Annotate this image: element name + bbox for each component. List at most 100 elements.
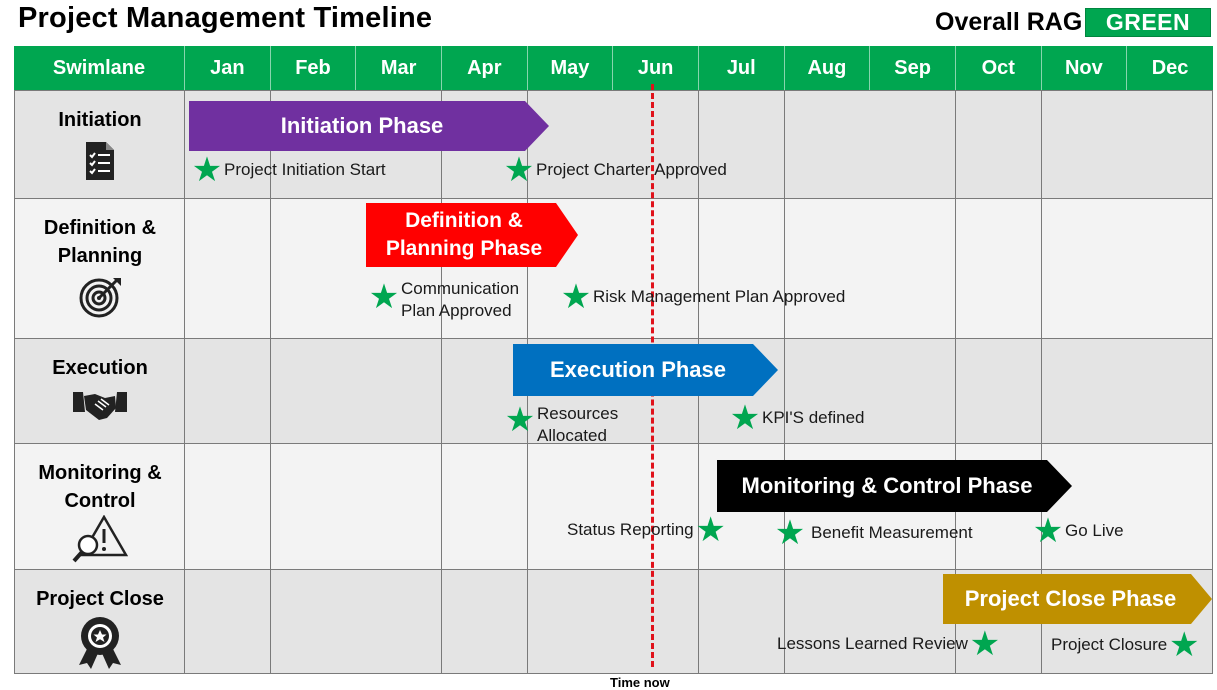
timeline-cell <box>956 91 1043 199</box>
milestone-label: Status Reporting <box>567 520 694 539</box>
timeline-cell <box>185 199 272 339</box>
timeline-cell <box>613 444 700 570</box>
milestone-label: KPI'S defined <box>762 408 865 427</box>
milestone-label-line: Communication <box>401 279 520 298</box>
milestone-star-icon: ★ <box>560 278 592 316</box>
phase-label-execution: Execution Phase <box>549 357 727 382</box>
milestone-star-icon: ★ <box>774 514 806 552</box>
timeline-cell <box>442 444 529 570</box>
timeline-cell <box>613 199 700 339</box>
phase-label-initiation: Initiation Phase <box>280 113 444 138</box>
timeline-cell <box>870 199 957 339</box>
timeline-cell <box>527 91 614 199</box>
milestone-label: Communication Plan Approved <box>401 278 519 322</box>
milestone-label-line: Resources <box>537 404 619 423</box>
milestone-star-icon: ★ <box>191 151 223 189</box>
timeline-cell <box>870 91 957 199</box>
header-month: Sep <box>870 46 956 91</box>
timeline-cell <box>1041 91 1128 199</box>
milestone: Lessons Learned Review ★ <box>777 625 1002 663</box>
timeline-cell <box>613 91 700 199</box>
milestone-label: Benefit Measurement <box>811 523 973 542</box>
timeline-cell <box>185 444 272 570</box>
timeline-cell <box>784 570 871 674</box>
timeline-cell <box>784 339 871 444</box>
milestone-star-icon: ★ <box>969 625 1001 663</box>
milestone-label: Lessons Learned Review <box>777 634 968 653</box>
milestone-label: Project Charter Approved <box>536 160 727 179</box>
milestone-label: Risk Management Plan Approved <box>593 287 846 306</box>
milestone-star-icon: ★ <box>729 399 761 437</box>
timeline-cell <box>699 91 786 199</box>
grid-top-border <box>14 90 1213 91</box>
header-month: Jun <box>613 46 699 91</box>
milestone-label-line: Plan Approved <box>401 301 512 320</box>
milestone-label: Project Closure <box>1051 635 1168 654</box>
header-month: Aug <box>784 46 871 91</box>
milestone: ★ Risk Management Plan Approved <box>559 278 846 316</box>
swimlane-label-cell <box>14 339 185 444</box>
phase-arrow-execution <box>513 344 778 396</box>
timeline-cell <box>956 199 1043 339</box>
timeline-cell <box>870 339 957 444</box>
milestone-star-icon: ★ <box>368 278 400 316</box>
timeline-cell <box>527 570 614 674</box>
header-month: Dec <box>1127 46 1213 91</box>
milestone: ★ Communication Plan Approved <box>367 278 519 322</box>
phase-arrow-monitoring <box>717 460 1072 512</box>
phase-label-close: Project Close Phase <box>964 586 1177 611</box>
rag-label: Overall RAG <box>935 8 1083 36</box>
phase-label-line: Planning Phase <box>385 237 543 260</box>
phase-label-monitoring: Monitoring & Control Phase <box>741 473 1033 498</box>
timeline-cell <box>1041 444 1128 570</box>
header-month: Oct <box>955 46 1042 91</box>
milestone-star-icon: ★ <box>1032 512 1064 550</box>
header-month: Jul <box>698 46 785 91</box>
header-month: Jan <box>185 46 271 91</box>
timeline-cell <box>1041 339 1128 444</box>
phase-arrow-close <box>943 574 1212 624</box>
phase-arrow-initiation <box>189 101 549 151</box>
milestone-star-icon: ★ <box>1168 626 1200 664</box>
milestone-label: Resources Allocated <box>537 403 618 447</box>
header-swimlane: Swimlane <box>14 46 185 91</box>
header-month: Nov <box>1041 46 1128 91</box>
timeline-cell <box>527 444 614 570</box>
milestone: Status Reporting ★ <box>567 511 728 549</box>
milestone: ★ Go Live <box>1031 512 1124 550</box>
timeline-cell <box>784 199 871 339</box>
milestone-label-line: Allocated <box>537 426 607 445</box>
header-month: May <box>527 46 614 91</box>
timeline-cell <box>699 199 786 339</box>
timeline-cell <box>185 570 272 674</box>
phase-label-planning: Definition & Planning Phase <box>366 205 562 265</box>
timeline-cell <box>270 199 357 339</box>
timeline-cell <box>956 339 1043 444</box>
milestone-star-icon: ★ <box>503 151 535 189</box>
milestone-label: Go Live <box>1065 521 1124 540</box>
phase-arrow-planning <box>366 203 578 267</box>
header-month: Mar <box>356 46 442 91</box>
timeline-cell <box>613 570 700 674</box>
milestone-star-icon: ★ <box>695 511 726 549</box>
timeline-cell <box>699 570 786 674</box>
milestone: ★ Project Charter Approved <box>502 151 727 189</box>
timeline-cell <box>356 444 443 570</box>
timeline-cell <box>1127 339 1214 444</box>
milestone: ★ Resources Allocated <box>503 401 619 447</box>
timeline-cell <box>1041 199 1128 339</box>
timeline-cell <box>185 339 272 444</box>
header-month: Feb <box>270 46 357 91</box>
timeline-cell <box>870 570 957 674</box>
timeline-cell <box>356 339 443 444</box>
timeline-grid: Swimlane Jan Feb Mar Apr May Jun Jul Aug… <box>14 46 1213 674</box>
milestone: Project Closure ★ <box>1051 626 1201 664</box>
milestone-label: Project Initiation Start <box>224 160 386 179</box>
milestone-star-icon: ★ <box>504 401 536 439</box>
timeline-cell <box>356 570 443 674</box>
timeline-cell <box>1127 199 1214 339</box>
phase-label-line: Definition & <box>405 209 523 232</box>
timeline-cell <box>270 444 357 570</box>
rag-status-badge: GREEN <box>1085 8 1211 37</box>
